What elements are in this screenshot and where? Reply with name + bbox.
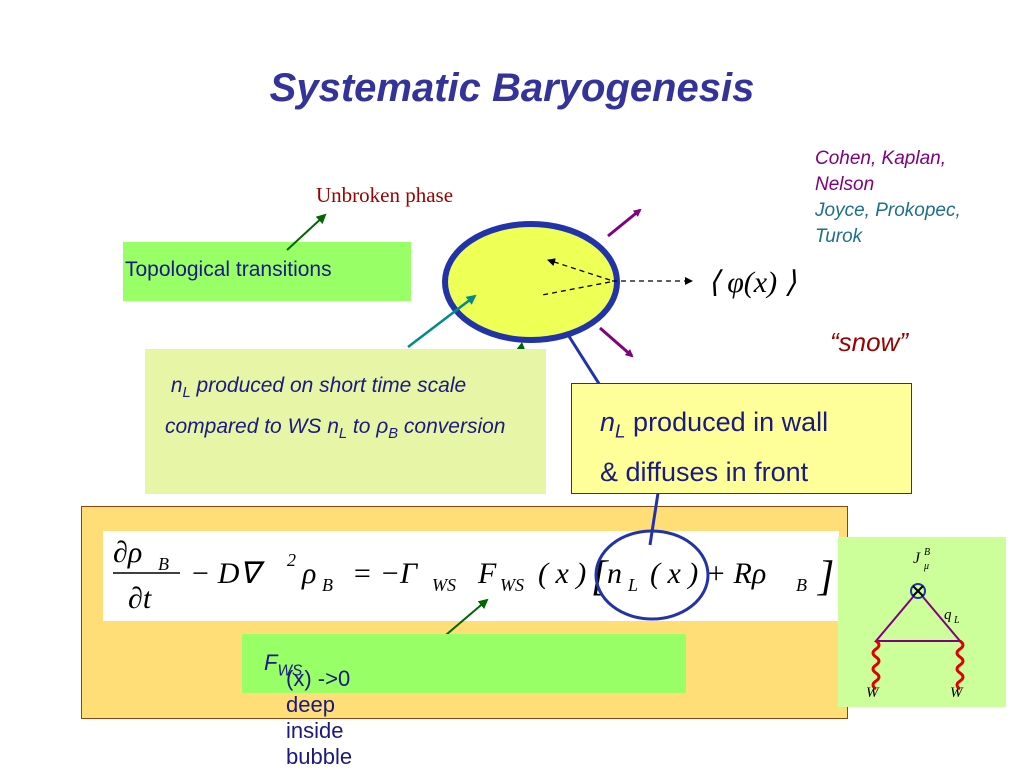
fws-text: FWS (x) ->0 deep inside bubble [264, 650, 353, 769]
w-label-right: W [950, 685, 964, 701]
references: Cohen, Kaplan, Nelson Joyce, Prokopec, T… [815, 146, 961, 250]
short-timescale-text: nL produced on short time scale compared… [165, 374, 506, 443]
topological-transitions-box: Topological transitions [123, 242, 411, 301]
eq-B-sub: B [158, 554, 169, 574]
eq-x: ( x ) [538, 557, 586, 590]
dashed-arrow-up [547, 258, 611, 281]
w-label-left: W [866, 685, 880, 701]
fws-box: FWS (x) ->0 deep inside bubble [242, 634, 686, 769]
nL-highlight-circle [594, 529, 710, 621]
short-timescale-box: nL produced on short time scale compared… [145, 349, 546, 494]
wall-production-text: nL produced in wall & diffuses in front [600, 407, 829, 488]
unbroken-phase-label: Unbroken phase [316, 183, 454, 207]
eq-right-bracket: ] [817, 554, 834, 600]
eq-laplacian-term: − D∇ [190, 557, 265, 590]
vev-symbol: ⟨ φ(x) ⟩ [708, 266, 797, 299]
dashed-line-down [541, 281, 611, 296]
eq-square: 2 [287, 550, 296, 570]
quark-L: L [953, 615, 960, 626]
current-B: B [924, 547, 930, 558]
fws-arrow [439, 598, 489, 641]
reference-line-2: Nelson [815, 174, 875, 195]
wall-production-box: nL produced in wall & diffuses in front [571, 383, 912, 494]
eq-L-sub: L [627, 575, 638, 595]
eq-drho: ∂ρ [113, 536, 142, 569]
eq-WS-sub-2: WS [500, 575, 524, 595]
eq-B-sub-2: B [322, 575, 333, 595]
eq-F: F [477, 557, 497, 590]
feynman-diagram: J B μ q L W W [838, 537, 1006, 707]
topological-transitions-label: Topological transitions [125, 258, 332, 281]
reference-line-3: Joyce, Prokopec, [815, 200, 961, 221]
equation-background [103, 531, 839, 621]
slide-title: Systematic Baryogenesis [269, 66, 755, 110]
reference-line-4: Turok [815, 226, 863, 247]
expansion-arrow-lower [599, 326, 634, 358]
quark-loop [873, 589, 963, 642]
w-boson-left [871, 639, 881, 691]
eq-WS-sub: WS [432, 575, 456, 595]
eq-rho: ρ [301, 557, 316, 590]
short-timescale-arrow [407, 294, 477, 348]
quark-q: q [944, 607, 952, 623]
unbroken-phase-arrow [286, 213, 327, 251]
eq-n: n [607, 557, 622, 590]
eq-left-bracket: [ [591, 554, 609, 600]
current-mu: μ [923, 561, 929, 572]
current-J: J [913, 550, 921, 567]
expansion-arrow-upper [607, 208, 642, 238]
eq-gamma: = −Γ [352, 557, 419, 590]
snow-label: “snow” [830, 327, 909, 357]
feynman-svg: J B μ q L W W [866, 547, 965, 701]
eq-B-sub-3: B [796, 575, 807, 595]
w-boson-right [955, 639, 965, 691]
bubble [442, 221, 620, 343]
eq-dt: ∂t [128, 582, 152, 615]
vertex-cross-2 [912, 585, 924, 597]
reference-line-1: Cohen, Kaplan, [815, 148, 946, 169]
